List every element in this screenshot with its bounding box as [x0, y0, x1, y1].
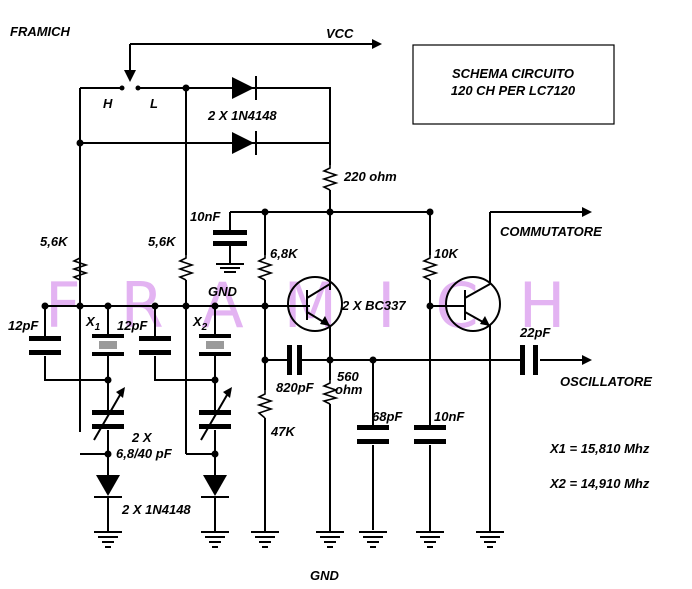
- transistors-label: 2 X BC337: [341, 298, 406, 313]
- capacitor-10nf-top-label: 10nF: [190, 209, 221, 224]
- crystal-x1-label: X1: [85, 314, 101, 333]
- oscillatore-label: OSCILLATORE: [560, 374, 652, 389]
- diode-bottom-2-icon: [201, 475, 229, 498]
- resistor-220-label: 220 ohm: [343, 169, 397, 184]
- switch-l-label: L: [150, 96, 158, 111]
- resistor-5k6-left-label: 5,6K: [40, 234, 69, 249]
- vcc-label: VCC: [326, 26, 354, 41]
- vcc-arrow-icon: [372, 39, 382, 49]
- capacitor-22pf-icon: [520, 345, 538, 375]
- x2-frequency-label: X2 = 14,910 Mhz: [549, 476, 650, 491]
- capacitor-820pf-icon: [287, 345, 302, 375]
- resistor-6k8-label: 6,8K: [270, 246, 299, 261]
- capacitor-10nf-bottom-label: 10nF: [434, 409, 465, 424]
- capacitor-68pf-label: 68pF: [372, 409, 403, 424]
- trimmer-right-icon: [199, 387, 232, 441]
- ground-symbols: [94, 531, 504, 548]
- switch-h-label: H: [103, 96, 113, 111]
- title-box: [412, 44, 615, 125]
- capacitor-820pf-label: 820pF: [276, 380, 315, 395]
- diode-bottom-1-icon: [94, 475, 122, 498]
- resistor-47k-icon: [256, 390, 274, 419]
- gnd-bottom-label: GND: [310, 568, 340, 583]
- commutatore-label: COMMUTATORE: [500, 224, 602, 239]
- trimmers-label-line1: 2 X: [131, 430, 153, 445]
- author-label: FRAMICH: [10, 24, 71, 39]
- resistor-560-label-line2: ohm: [335, 382, 363, 397]
- trimmers-label-line2: 6,8/40 pF: [116, 446, 173, 461]
- oscillatore-arrow-icon: [582, 355, 592, 365]
- capacitor-22pf-label: 22pF: [519, 325, 551, 340]
- resistor-560-label-line1: 560: [337, 369, 359, 384]
- resistor-560-icon: [321, 380, 339, 405]
- capacitor-12pf-mid-icon: [139, 336, 171, 355]
- transistor-1-icon: [287, 270, 343, 332]
- capacitor-68pf-icon: [357, 425, 389, 444]
- trimmer-left-icon: [92, 387, 125, 441]
- capacitor-12pf-left-label: 12pF: [8, 318, 39, 333]
- crystal-x2-icon: [199, 334, 231, 356]
- crystal-x1-icon: [92, 334, 124, 356]
- title-line-2: 120 CH PER LC7120: [451, 83, 576, 98]
- crystal-x2-label: X2: [192, 314, 208, 333]
- capacitor-12pf-left-icon: [29, 336, 61, 355]
- capacitor-10nf-top-icon: [213, 230, 247, 273]
- resistor-5k6-left-icon: [71, 255, 89, 281]
- title-line-1: SCHEMA CIRCUITO: [452, 66, 574, 81]
- resistor-6k8-icon: [256, 255, 274, 281]
- diodes-top-label: 2 X 1N4148: [207, 108, 277, 123]
- diode-top-1-icon: [232, 76, 257, 100]
- transistor-2-icon: [445, 276, 501, 332]
- resistor-220-icon: [321, 165, 339, 191]
- capacitor-10nf-bottom-icon: [414, 425, 446, 444]
- diodes-bottom-label: 2 X 1N4148: [121, 502, 191, 517]
- hl-switch-icon: [119, 70, 141, 91]
- gnd-top-label: GND: [208, 284, 238, 299]
- resistor-47k-label: 47K: [270, 424, 296, 439]
- commutatore-arrow-icon: [582, 207, 592, 217]
- junction-dots: [41, 84, 434, 458]
- resistor-10k-icon: [421, 255, 439, 281]
- capacitor-12pf-mid-label: 12pF: [117, 318, 148, 333]
- resistor-5k6-right-label: 5,6K: [148, 234, 177, 249]
- x1-frequency-label: X1 = 15,810 Mhz: [549, 441, 650, 456]
- diode-top-2-icon: [232, 131, 257, 155]
- resistor-5k6-right-icon: [177, 255, 195, 281]
- resistor-10k-label: 10K: [434, 246, 459, 261]
